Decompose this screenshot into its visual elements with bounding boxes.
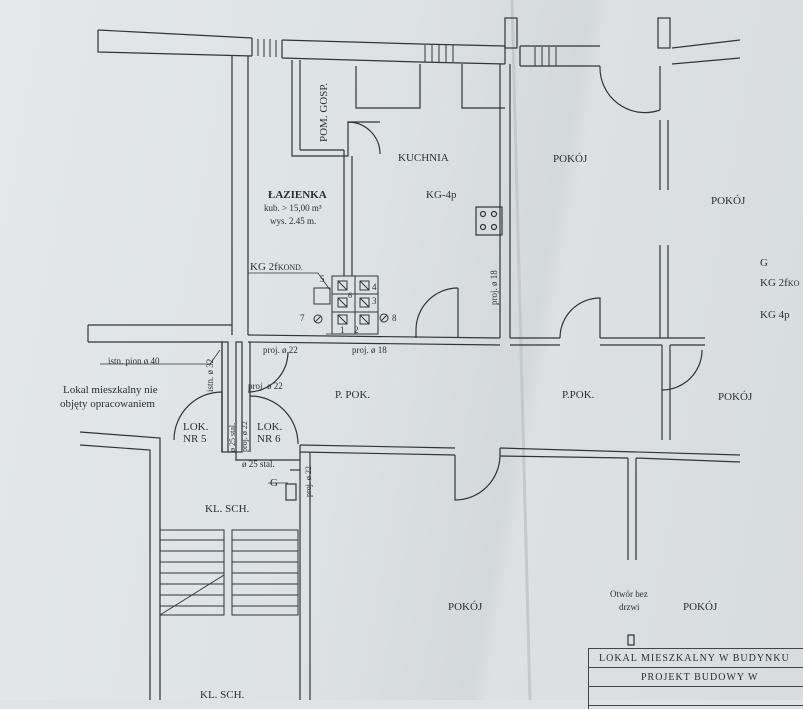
duct-number-8: 8 xyxy=(392,313,397,323)
label-proj18-vert: proj. ø 18 xyxy=(489,270,499,305)
duct-number-2: 2 xyxy=(354,325,359,335)
label-istn-pion: istn. pion ø 40 xyxy=(108,356,160,366)
label-pom-gosp: POM. GOSP. xyxy=(318,83,330,142)
pier-top-right xyxy=(657,17,671,49)
staircase xyxy=(159,529,299,616)
duct-number-7: 7 xyxy=(300,313,305,323)
interior-walls xyxy=(79,56,741,700)
label-lokal-line2: objęty opracowaniem xyxy=(60,398,155,410)
label-g-right: G xyxy=(760,257,768,269)
label-pokoj-1: POKÓJ xyxy=(553,153,588,165)
label-otwor-line2: drzwi xyxy=(619,602,640,612)
duct-number-1: 1 xyxy=(340,325,345,335)
gas-stove xyxy=(475,206,503,236)
label-proj18-h: proj. ø 18 xyxy=(352,345,387,355)
label-proj22-a: proj. ø 22 xyxy=(263,345,298,355)
label-lazienka-wys: wys. 2.45 m. xyxy=(270,216,317,226)
label-proj22-vert: proj. ø 22 xyxy=(240,421,249,452)
duct-number-3: 3 xyxy=(372,296,377,306)
label-stal25-h: ø 25 stal. xyxy=(242,459,275,469)
label-ppok-2: P.POK. xyxy=(562,389,595,401)
label-lok5-line2: NR 5 xyxy=(183,433,207,445)
label-stal25-vert: ø 25 stal. xyxy=(228,422,237,452)
duct-number-6: 6 xyxy=(348,291,352,300)
label-ppok-1: P. POK. xyxy=(335,389,371,401)
leader-lines xyxy=(100,272,332,484)
label-g-left: G xyxy=(270,477,278,489)
label-kg2f: KG 2fKOND. xyxy=(250,261,303,273)
label-lok6-line2: NR 6 xyxy=(257,433,281,445)
label-istn-32: istn. ø 32 xyxy=(205,358,215,392)
label-proj22-vert-2: proj. ø 22 xyxy=(304,466,313,497)
label-pokoj-3: POKÓJ xyxy=(718,391,753,403)
label-lok5-line1: LOK. xyxy=(183,421,209,433)
label-kg4p-right: KG 4p xyxy=(760,309,790,321)
title-block-row-1: LOKAL MIESZKALNY W BUDYNKU xyxy=(589,649,803,668)
duct-number-4: 4 xyxy=(372,282,377,292)
title-block-line2: PROJEKT BUDOWY W xyxy=(641,672,759,683)
label-kg4p: KG-4p xyxy=(426,189,457,201)
title-block-row-2: PROJEKT BUDOWY W xyxy=(589,668,803,687)
label-kuchnia: KUCHNIA xyxy=(398,152,449,164)
label-pokoj-2: POKÓJ xyxy=(711,195,746,207)
title-block-line1: LOKAL MIESZKALNY W BUDYNKU xyxy=(599,653,790,664)
duct-number-5: 5 xyxy=(320,274,325,284)
pier-top xyxy=(504,17,518,49)
vent-ducts xyxy=(313,275,389,335)
label-kl-sch: KL. SCH. xyxy=(205,503,250,515)
label-pokoj-5: POKÓJ xyxy=(683,601,718,613)
label-otwor-line1: Otwór bez xyxy=(610,589,648,599)
label-kg2f-right: KG 2fKO xyxy=(760,277,800,289)
label-kl-sch-2: KL. SCH. xyxy=(200,689,245,701)
label-lazienka-kub: kub. > 15,00 m³ xyxy=(264,203,322,213)
window-marks xyxy=(257,39,557,66)
label-pokoj-4: POKÓJ xyxy=(448,601,483,613)
exterior-wall-top xyxy=(97,29,741,67)
label-proj22-b: proj. ø 22 xyxy=(248,381,283,391)
label-lok6-line1: LOK. xyxy=(257,421,283,433)
title-block-tick xyxy=(627,634,635,646)
label-lokal-line1: Lokal mieszkalny nie xyxy=(63,384,158,396)
label-lazienka: ŁAZIENKA xyxy=(268,189,327,201)
title-block-row-3 xyxy=(589,687,803,706)
paper-fold xyxy=(510,0,532,700)
